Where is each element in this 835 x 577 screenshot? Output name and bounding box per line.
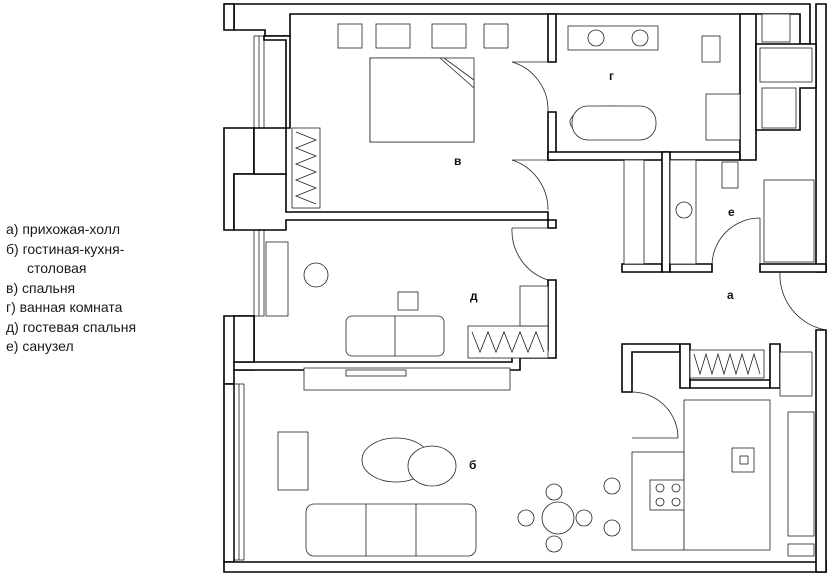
room-label-d: д	[470, 289, 478, 303]
guest-room-furniture	[265, 241, 549, 359]
room-label-a: а	[727, 288, 734, 302]
room-label-v: в	[454, 154, 461, 168]
outer-walls	[223, 3, 827, 573]
bedroom-furniture	[291, 23, 509, 209]
legend: а) прихожая-холл б) гостиная-кухня- стол…	[6, 220, 136, 357]
legend-item-b-cont: столовая	[27, 260, 87, 276]
legend-item-v: в) спальня	[6, 279, 76, 296]
legend-item-g: г) ванная комната	[6, 299, 123, 315]
room-label-g: г	[609, 69, 614, 83]
living-room-furniture	[277, 349, 815, 557]
room-label-e: е	[728, 205, 735, 219]
bathroom-fixtures	[567, 25, 741, 141]
room-label-b: б	[469, 458, 476, 472]
legend-item-d: д) гостевая спальня	[6, 318, 137, 335]
legend-item-e: е) санузел	[6, 338, 74, 354]
interior-walls	[233, 13, 827, 393]
legend-item-b: б) гостиная-кухня-	[6, 240, 125, 257]
doors	[511, 61, 827, 439]
wc-fixtures	[623, 159, 815, 265]
legend-item-a: а) прихожая-холл	[6, 221, 121, 237]
room-labels: г в е д а б	[454, 69, 735, 472]
